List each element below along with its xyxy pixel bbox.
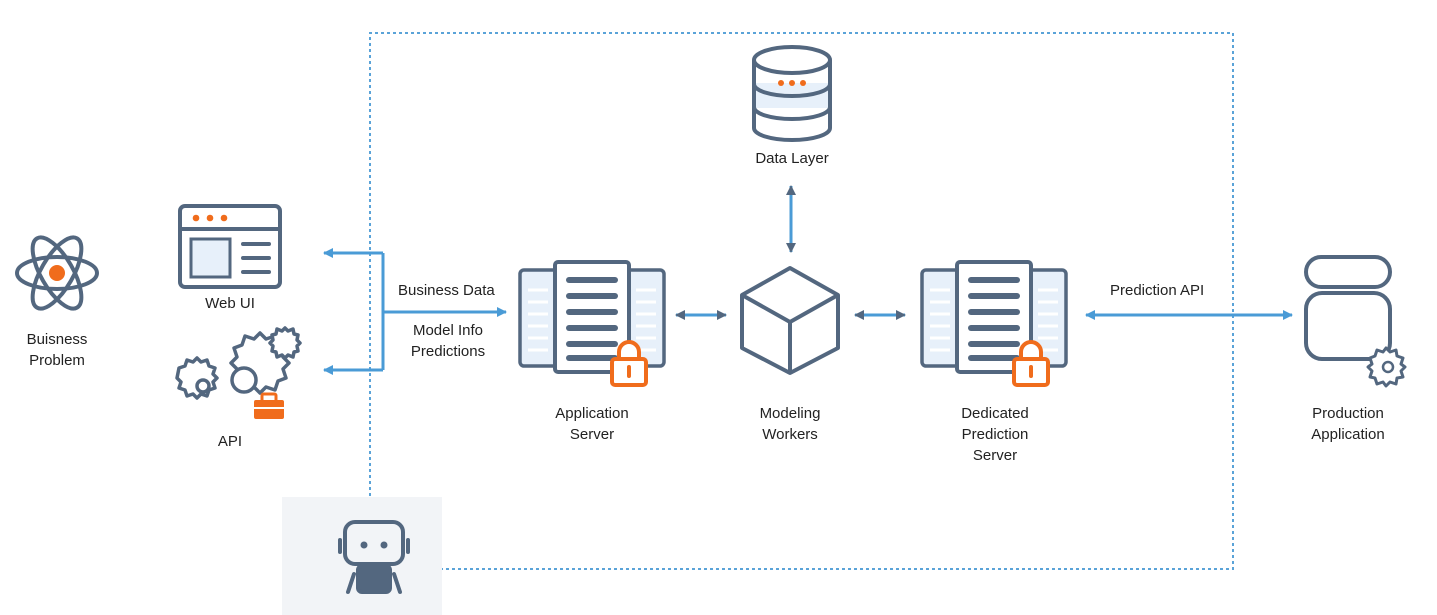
application-server-label-line1: Application (555, 405, 629, 422)
model-info-label-line1: Model Info (412, 322, 484, 339)
lock-icon (1012, 340, 1050, 387)
production-application-label: Production Application (1288, 403, 1408, 445)
platform-boundary (369, 32, 1234, 570)
client-connector (323, 248, 507, 375)
business-data-label: Business Data (398, 282, 495, 299)
production-application-label-line2: Application (1311, 426, 1385, 443)
app-gear-icon (1304, 255, 1407, 388)
modeling-workers-label-line1: Modeling (759, 405, 821, 422)
gears-briefcase-icon (175, 326, 302, 419)
modeling-workers-label-line2: Workers (762, 426, 818, 443)
business-problem-label-line1: Buisness (26, 331, 88, 348)
prediction-server-label-line1: Dedicated (961, 405, 1029, 422)
robot-icon (338, 520, 410, 594)
prediction-api-label: Prediction API (1110, 282, 1205, 299)
atom-icon (15, 235, 99, 311)
business-problem-label: Buisness Problem (7, 329, 107, 371)
robot-panel (282, 497, 442, 615)
application-server-label-line2: Server (569, 426, 615, 443)
business-problem-label-line2: Problem (29, 352, 85, 369)
database-icon (752, 45, 832, 142)
browser-window-icon (178, 204, 282, 289)
prediction-server-label: Dedicated Prediction Server (935, 403, 1055, 466)
server-lock-icon (518, 260, 666, 387)
lock-icon (610, 340, 648, 387)
web-ui-label: Web UI (205, 295, 255, 312)
prediction-server-label-line2: Prediction (961, 426, 1029, 443)
model-info-label-line2: Predictions (410, 343, 486, 360)
production-application-label-line1: Production (1312, 405, 1384, 422)
model-info-label: Model Info Predictions (398, 320, 498, 362)
api-label: API (217, 433, 243, 450)
server-lock-icon (920, 260, 1068, 387)
cube-icon (740, 266, 840, 375)
data-layer-label: Data Layer (755, 150, 829, 167)
application-server-label: Application Server (532, 403, 652, 445)
modeling-workers-label: Modeling Workers (730, 403, 850, 445)
prediction-server-label-line3: Server (972, 447, 1018, 464)
